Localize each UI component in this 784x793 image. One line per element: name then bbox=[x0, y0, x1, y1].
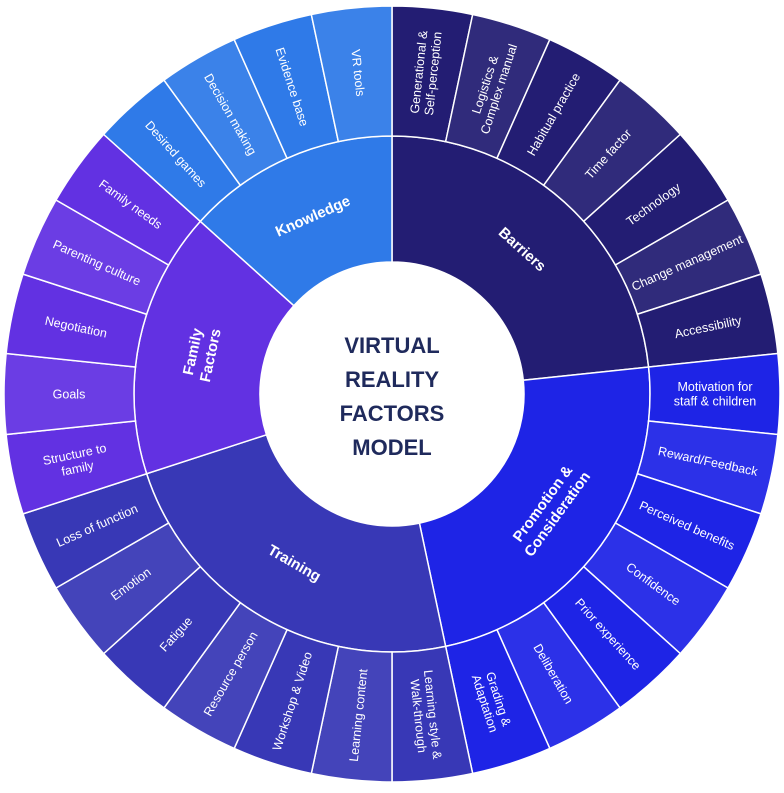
center-title-line-3: FACTORS bbox=[340, 401, 445, 426]
center-title-line-2: REALITY bbox=[345, 367, 439, 392]
center-title-line-1: VIRTUAL bbox=[344, 333, 439, 358]
item-segment-vr-tools bbox=[310, 5, 393, 143]
item-label-goals: Goals bbox=[53, 387, 86, 401]
center-title-line-4: MODEL bbox=[352, 435, 431, 460]
item-label-vr-tools: VR tools bbox=[348, 49, 367, 97]
center-circle bbox=[260, 262, 524, 526]
